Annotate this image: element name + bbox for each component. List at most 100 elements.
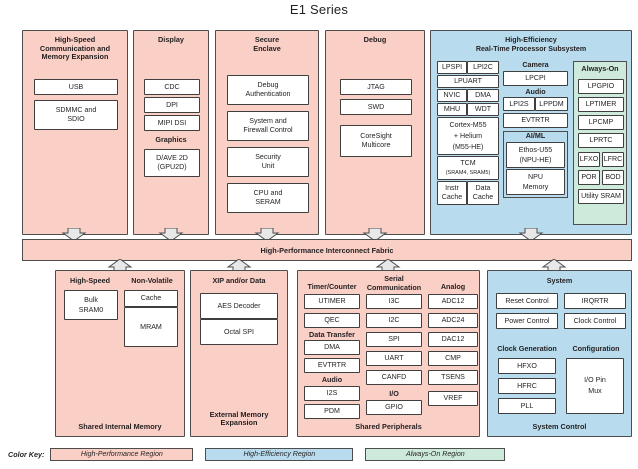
color-key-high-performance: High-Performance Region xyxy=(50,447,194,461)
subheading-xip-data: XIP and/or Data xyxy=(212,276,266,285)
panel-title: High-Speed Communication and Memory Expa… xyxy=(39,35,111,62)
block-lpgpio[interactable]: LPGPIO xyxy=(578,79,624,94)
block-aes-decoder[interactable]: AES Decoder xyxy=(200,293,278,319)
subheading-io: I/O xyxy=(389,389,399,399)
subheading-serial-communication: Serial Communication xyxy=(366,274,422,292)
block-io-pin-mux[interactable]: I/O Pin Mux xyxy=(566,358,624,414)
block-lptimer[interactable]: LPTIMER xyxy=(578,97,624,112)
block-cortex-m55-helium[interactable]: Cortex-M55 + Helium (M55-HE) xyxy=(437,117,499,155)
subheading-system: System xyxy=(546,276,573,285)
block-i2c[interactable]: I2C xyxy=(366,313,422,329)
block-pll[interactable]: PLL xyxy=(498,398,556,414)
block-jtag[interactable]: JTAG xyxy=(340,79,412,95)
block-npu-memory[interactable]: NPU Memory xyxy=(506,168,565,195)
block-lfxo[interactable]: LFXO xyxy=(578,152,600,167)
block-hfxo[interactable]: HFXO xyxy=(498,358,556,374)
block-por[interactable]: POR xyxy=(578,170,600,185)
block-bod[interactable]: BOD xyxy=(602,170,624,185)
block-evtrtr-he[interactable]: EVTRTR xyxy=(503,113,568,129)
color-key-high-efficiency: High-Efficiency Region xyxy=(205,447,354,461)
block-adc24[interactable]: ADC24 xyxy=(428,312,478,328)
block-wdt[interactable]: WDT xyxy=(467,103,499,116)
block-sdmmc-sdio[interactable]: SDMMC and SDIO xyxy=(34,100,118,130)
block-reset-control[interactable]: Reset Control xyxy=(496,293,558,309)
block-utimer[interactable]: UTIMER xyxy=(304,293,360,309)
subheading-non-volatile: Non-Volatile xyxy=(131,276,173,285)
block-i3c[interactable]: I3C xyxy=(366,294,422,310)
block-vref[interactable]: VREF xyxy=(428,390,478,406)
block-mhu[interactable]: MHU xyxy=(437,103,467,116)
panel-title: High-Efficiency Real-Time Processor Subs… xyxy=(475,36,587,53)
block-tcm[interactable]: TCM (SRAM4, SRAM5) xyxy=(437,156,499,180)
panel-display: Display CDC DPI MIPI DSI Graphics D/AVE … xyxy=(133,30,209,235)
block-uart[interactable]: UART xyxy=(366,351,422,367)
interconnect-fabric-label: High-Performance Interconnect Fabric xyxy=(260,245,394,255)
panel-title: Display xyxy=(158,35,184,44)
block-adc12[interactable]: ADC12 xyxy=(428,293,478,309)
arrows-top-to-fabric xyxy=(61,228,544,242)
block-security-unit[interactable]: Security Unit xyxy=(227,147,309,177)
subheading-ai-ml: AI/ML xyxy=(525,131,546,141)
block-instruction-cache[interactable]: Instr Cache xyxy=(437,181,467,205)
block-qec[interactable]: QEC xyxy=(304,312,360,328)
block-lpi2s[interactable]: LPI2S xyxy=(503,97,535,112)
block-dma[interactable]: DMA xyxy=(304,340,360,356)
panel-footer: External Memory Expansion xyxy=(209,409,269,428)
block-canfd[interactable]: CANFD xyxy=(366,370,422,386)
subheading-camera: Camera xyxy=(522,60,549,69)
block-lfrc[interactable]: LFRC xyxy=(602,152,624,167)
block-usb[interactable]: USB xyxy=(34,79,118,95)
subheading-audio: Audio xyxy=(525,86,546,96)
block-mipi-dsi[interactable]: MIPI DSI xyxy=(144,115,200,131)
block-irqrtr[interactable]: IRQRTR xyxy=(564,293,626,309)
block-swd[interactable]: SWD xyxy=(340,99,412,115)
block-coresight-multicore[interactable]: CoreSight Multicore xyxy=(340,125,412,157)
block-clock-control[interactable]: Clock Control xyxy=(564,313,626,329)
block-octal-spi[interactable]: Octal SPI xyxy=(200,319,278,345)
block-spi[interactable]: SPI xyxy=(366,332,422,348)
block-system-firewall-control[interactable]: System and Firewall Control xyxy=(227,111,309,141)
block-lpcmp[interactable]: LPCMP xyxy=(578,115,624,130)
panel-high-efficiency-subsystem: High-Efficiency Real-Time Processor Subs… xyxy=(430,30,632,235)
block-lppdm[interactable]: LPPDM xyxy=(535,97,568,112)
block-debug-authentication[interactable]: Debug Authentication xyxy=(227,75,309,105)
block-utility-sram[interactable]: Utility SRAM xyxy=(578,189,624,204)
block-gpio[interactable]: GPIO xyxy=(366,399,422,415)
subheading-clock-generation: Clock Generation xyxy=(497,344,557,353)
block-ethos-u55-npu-he[interactable]: Ethos-U55 (NPU-HE) xyxy=(506,141,565,168)
block-cache[interactable]: Cache xyxy=(124,290,178,307)
block-mram[interactable]: MRAM xyxy=(124,307,178,347)
block-data-cache[interactable]: Data Cache xyxy=(467,181,499,205)
block-nvic[interactable]: NVIC xyxy=(437,89,467,102)
block-dpi[interactable]: DPI xyxy=(144,97,200,113)
block-dave-2d-gpu2d[interactable]: D/AVE 2D (GPU2D) xyxy=(144,149,200,177)
block-i2s[interactable]: I2S xyxy=(304,385,360,401)
block-lpcpi[interactable]: LPCPI xyxy=(503,70,568,86)
block-cdc[interactable]: CDC xyxy=(144,79,200,95)
color-key-always-on: Always-On Region xyxy=(365,447,506,461)
panel-external-memory-expansion: XIP and/or Data AES Decoder Octal SPI Ex… xyxy=(190,270,288,437)
block-lpspi[interactable]: LPSPI xyxy=(437,61,467,74)
subheading-audio-peripherals: Audio xyxy=(321,375,343,385)
block-hfrc[interactable]: HFRC xyxy=(498,378,556,394)
block-power-control[interactable]: Power Control xyxy=(496,313,558,329)
block-tsens[interactable]: TSENS xyxy=(428,369,478,385)
group-ai-ml: AI/ML Ethos-U55 (NPU-HE) NPU Memory xyxy=(503,131,568,198)
block-dac12[interactable]: DAC12 xyxy=(428,331,478,347)
block-lpuart[interactable]: LPUART xyxy=(437,75,499,88)
block-evtrtr[interactable]: EVTRTR xyxy=(304,358,360,374)
block-lpi2c[interactable]: LPI2C xyxy=(467,61,499,74)
subheading-high-speed-memory: High-Speed xyxy=(70,276,110,285)
panel-footer: Shared Internal Memory xyxy=(78,422,162,432)
block-cmp[interactable]: CMP xyxy=(428,350,478,366)
block-bulk-sram0[interactable]: Bulk SRAM0 xyxy=(64,290,118,320)
block-lprtc[interactable]: LPRTC xyxy=(578,133,624,148)
subheading-data-transfer: Data Transfer xyxy=(309,329,355,339)
block-dma-he[interactable]: DMA xyxy=(467,89,499,102)
block-cpu-seram[interactable]: CPU and SERAM xyxy=(227,183,309,213)
group-always-on: Always-On LPGPIO LPTIMER LPCMP LPRTC LFX… xyxy=(573,61,627,225)
panel-high-speed-communication: High-Speed Communication and Memory Expa… xyxy=(22,30,128,235)
subheading-timer-counter: Timer/Counter xyxy=(307,282,357,291)
block-pdm[interactable]: PDM xyxy=(304,403,360,419)
